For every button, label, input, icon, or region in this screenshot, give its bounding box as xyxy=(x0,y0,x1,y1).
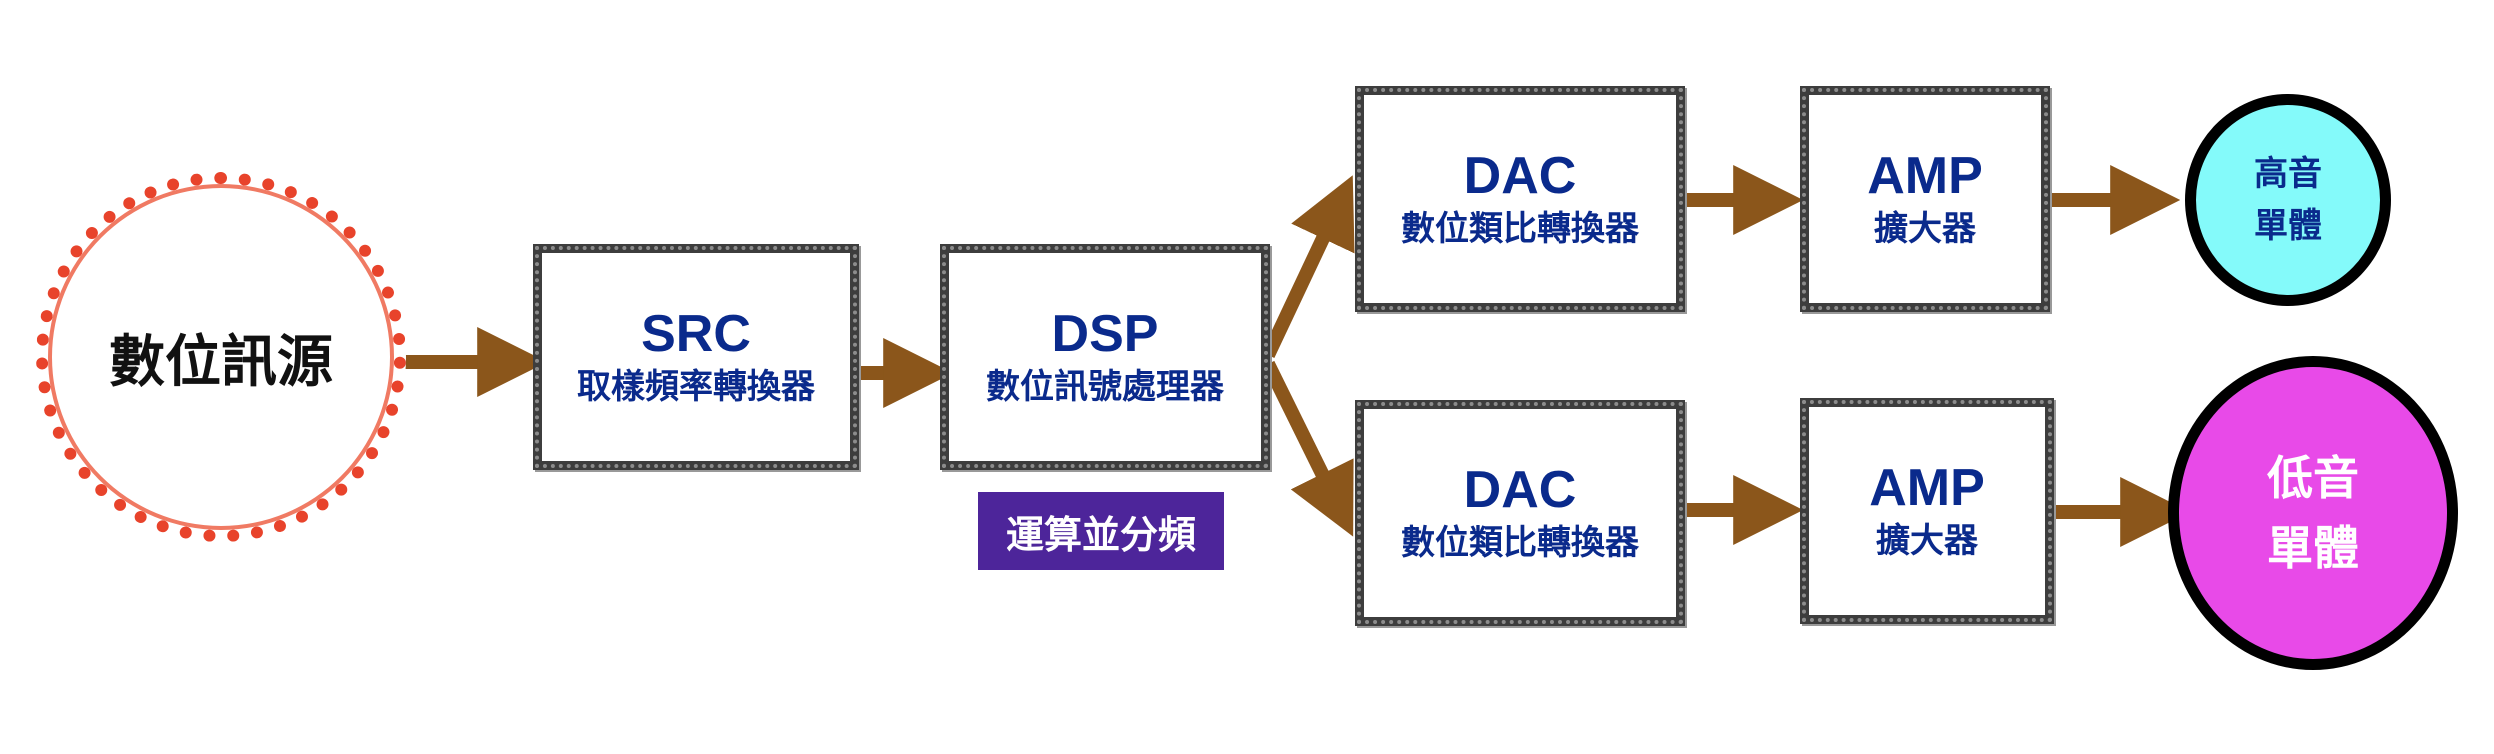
digital-source-node: 數位訊源 xyxy=(36,172,406,542)
src-title: SRC xyxy=(641,305,751,363)
amp-bottom-box: AMP 擴大器 xyxy=(1800,398,2054,624)
dsp-note-label: 運算並分頻 xyxy=(1005,512,1196,557)
dac-bottom-subtitle: 數位類比轉換器 xyxy=(1401,523,1639,563)
dsp-title: DSP xyxy=(1051,305,1159,363)
amp-top-box: AMP 擴大器 xyxy=(1800,86,2050,312)
amp-top-title: AMP xyxy=(1867,147,1983,205)
dac-bottom-title: DAC xyxy=(1463,461,1577,519)
digital-source-label: 數位訊源 xyxy=(109,329,333,395)
dsp-subtitle: 數位訊號處理器 xyxy=(986,367,1224,407)
dac-top-title: DAC xyxy=(1463,147,1577,205)
dac-top-box: DAC 數位類比轉換器 xyxy=(1355,86,1685,312)
src-subtitle: 取樣頻率轉換器 xyxy=(577,367,815,407)
src-box: SRC 取樣頻率轉換器 xyxy=(533,244,859,470)
woofer-label-line2: 單體 xyxy=(2267,521,2359,575)
dsp-note-badge: 運算並分頻 xyxy=(978,492,1224,570)
amp-bottom-subtitle: 擴大器 xyxy=(1876,521,1978,561)
arrow-dsp-to-dac-bottom xyxy=(1261,360,1354,537)
amp-top-subtitle: 擴大器 xyxy=(1874,209,1976,249)
dac-top-subtitle: 數位類比轉換器 xyxy=(1401,209,1639,249)
tweeter-node: 高音 單體 xyxy=(2185,94,2391,306)
dsp-box: DSP 數位訊號處理器 xyxy=(940,244,1270,470)
woofer-label-line1: 低音 xyxy=(2267,451,2359,505)
amp-bottom-title: AMP xyxy=(1869,459,1985,517)
tweeter-label-line2: 單體 xyxy=(2254,206,2322,246)
arrow-dsp-to-dac-top xyxy=(1261,175,1355,358)
woofer-node: 低音 單體 xyxy=(2168,356,2458,670)
dac-bottom-box: DAC 數位類比轉換器 xyxy=(1355,400,1685,626)
tweeter-label-line1: 高音 xyxy=(2254,154,2322,194)
